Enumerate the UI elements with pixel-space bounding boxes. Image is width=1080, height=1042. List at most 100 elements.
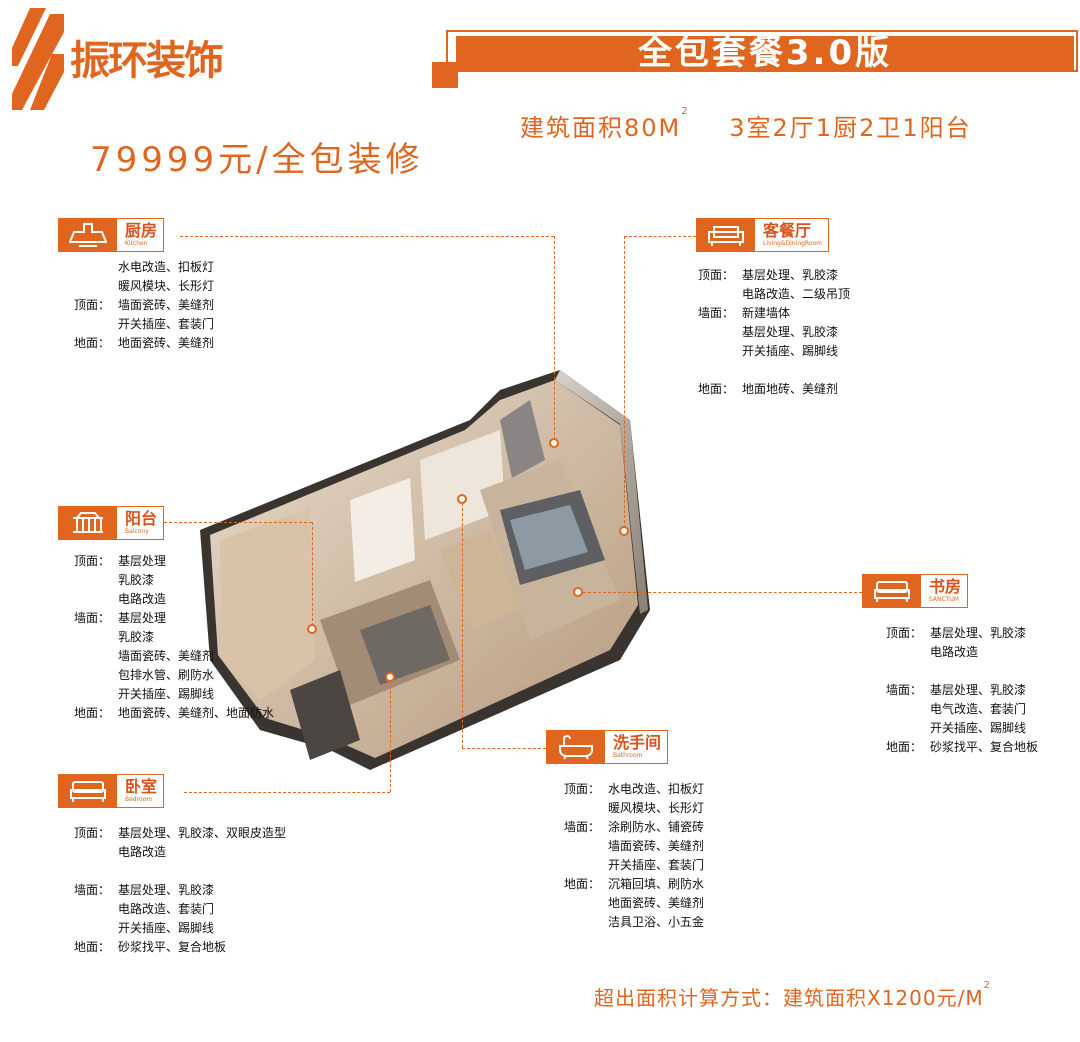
list-item: 地面：地面地砖、美缝剂: [698, 382, 839, 396]
balcony-marker: [307, 624, 317, 634]
floorplan-illustration: [200, 370, 650, 770]
balcony-connector-drop: [312, 522, 313, 626]
living-connector: [624, 236, 696, 237]
bed-icon: [59, 775, 117, 807]
list-item: 开关插座、套装门: [608, 858, 705, 872]
list-item: 顶面：水电改造、扣板灯: [564, 782, 705, 796]
list-item: 地面：砂浆找平、复合地板: [886, 740, 1039, 754]
bedroom-subtitle: Bedroom: [125, 796, 153, 803]
bathroom-connector-drop: [462, 498, 463, 748]
kitchen-title: 厨房: [125, 221, 158, 240]
balcony-subtitle: Balcony: [125, 528, 149, 535]
list-item: 开关插座、套装门: [118, 317, 215, 331]
bed-icon: [863, 575, 921, 607]
balcony-title: 阳台: [125, 509, 158, 528]
list-item: 墙面瓷砖、美缝剂: [118, 649, 215, 663]
study-list: 顶面：基层处理、乳胶漆 电路改造 墙面：基层处理、乳胶漆 电气改造、套装门 开关…: [886, 624, 1038, 757]
bedroom-connector: [184, 792, 390, 793]
living-label: 客餐厅 Living&DiningRoom: [696, 218, 829, 252]
kitchen-label: 厨房 Kitchen: [58, 218, 165, 252]
bathroom-label: 洗手间 Bathroom: [546, 730, 669, 764]
study-title: 书房: [929, 577, 962, 596]
study-label: 书房 SANCTUM: [862, 574, 969, 608]
list-item: 墙面：基层处理、乳胶漆: [74, 883, 215, 897]
brand-name: 振环装饰: [70, 38, 224, 84]
list-item: 顶面：基层处理、乳胶漆: [698, 268, 839, 282]
list-item: 顶面：墙面瓷砖、美缝剂: [74, 298, 215, 312]
bedroom-list: 顶面：基层处理、乳胶漆、双眼皮造型 电路改造 墙面：基层处理、乳胶漆 电路改造、…: [74, 824, 286, 957]
balcony-list: 顶面：基层处理 乳胶漆 电路改造 墙面：基层处理 乳胶漆 墙面瓷砖、美缝剂 包排…: [74, 552, 274, 723]
list-item: 墙面：新建墙体: [698, 306, 791, 320]
list-item: 包排水管、刷防水: [118, 668, 215, 682]
list-item: 暖风模块、长形灯: [608, 801, 705, 815]
banner-title: 全包套餐3.0版: [637, 33, 893, 73]
brand-logo-icon: [12, 8, 64, 110]
bedroom-title: 卧室: [125, 777, 158, 796]
bedroom-connector-drop: [390, 676, 391, 792]
list-item: 电路改造、二级吊顶: [742, 287, 851, 301]
list-item: 墙面：基层处理、乳胶漆: [886, 683, 1027, 697]
bathroom-subtitle: Bathroom: [613, 752, 643, 759]
study-subtitle: SANCTUM: [929, 596, 959, 603]
list-item: 顶面：基层处理: [74, 554, 167, 568]
kitchen-connector-drop: [554, 236, 555, 440]
extra-area-text: 超出面积计算方式：建筑面积X1200元/M: [594, 986, 984, 1010]
room-layout: 3室2厅1厨2卫1阳台: [729, 114, 972, 142]
list-item: 水电改造、扣板灯: [118, 260, 215, 274]
bathtub-icon: [547, 731, 605, 763]
kitchen-connector: [180, 236, 554, 237]
list-item: 地面：地面瓷砖、美缝剂: [74, 336, 215, 350]
list-item: 地面：地面瓷砖、美缝剂、地面防水: [74, 706, 275, 720]
list-item: 地面：砂浆找平、复合地板: [74, 940, 227, 954]
list-item: 电路改造: [118, 845, 167, 859]
list-item: 电路改造、套装门: [118, 902, 215, 916]
living-subtitle: Living&DiningRoom: [763, 240, 822, 247]
list-item: 墙面：基层处理: [74, 611, 167, 625]
bathroom-connector: [462, 748, 546, 749]
list-item: 电气改造、套装门: [930, 702, 1027, 716]
bedroom-marker: [385, 672, 395, 682]
list-item: 洁具卫浴、小五金: [608, 915, 705, 929]
bathroom-marker: [457, 494, 467, 504]
list-item: 电路改造: [930, 645, 979, 659]
area-unit-sup: 2: [681, 106, 690, 117]
balcony-label: 阳台 Balcony: [58, 506, 165, 540]
kitchen-marker: [549, 438, 559, 448]
list-item: 开关插座、踢脚线: [930, 721, 1027, 735]
kitchen-list: 水电改造、扣板灯 暖风模块、长形灯 顶面：墙面瓷砖、美缝剂 开关插座、套装门 地…: [74, 258, 214, 353]
package-price: 79999元/全包装修: [90, 140, 424, 180]
area-info: 建筑面积80M2 3室2厅1厨2卫1阳台: [520, 106, 972, 143]
range-hood-icon: [59, 219, 117, 251]
list-item: 开关插座、踢脚线: [742, 344, 839, 358]
living-title: 客餐厅: [763, 221, 812, 240]
kitchen-subtitle: Kitchen: [125, 240, 148, 247]
list-item: 地面瓷砖、美缝剂: [608, 896, 705, 910]
banner-frame: [446, 30, 1078, 72]
living-list: 顶面：基层处理、乳胶漆 电路改造、二级吊顶 墙面：新建墙体 基层处理、乳胶漆 开…: [698, 266, 850, 399]
building-area: 建筑面积80M: [520, 114, 682, 142]
list-item: 乳胶漆: [118, 630, 155, 644]
living-marker: [619, 526, 629, 536]
bathroom-list: 顶面：水电改造、扣板灯 暖风模块、长形灯 墙面：涂刷防水、铺瓷砖 墙面瓷砖、美缝…: [564, 780, 704, 932]
list-item: 电路改造: [118, 592, 167, 606]
banner-fill: [456, 36, 1074, 70]
extra-area-sup: 2: [983, 980, 991, 991]
extra-area-pricing: 超出面积计算方式：建筑面积X1200元/M2: [594, 980, 991, 1011]
balcony-icon: [59, 507, 117, 539]
sofa-icon: [697, 219, 755, 251]
list-item: 顶面：基层处理、乳胶漆、双眼皮造型: [74, 826, 287, 840]
bedroom-label: 卧室 Bedroom: [58, 774, 165, 808]
list-item: 顶面：基层处理、乳胶漆: [886, 626, 1027, 640]
living-connector-drop: [624, 236, 625, 528]
list-item: 墙面瓷砖、美缝剂: [608, 839, 705, 853]
list-item: 开关插座、踢脚线: [118, 687, 215, 701]
list-item: 乳胶漆: [118, 573, 155, 587]
list-item: 开关插座、踢脚线: [118, 921, 215, 935]
balcony-connector: [164, 522, 312, 523]
bathroom-title: 洗手间: [613, 733, 662, 752]
list-item: 地面：沉箱回填、刷防水: [564, 877, 705, 891]
list-item: 墙面：涂刷防水、铺瓷砖: [564, 820, 705, 834]
study-marker: [573, 587, 583, 597]
list-item: 暖风模块、长形灯: [118, 279, 215, 293]
banner-accent: [432, 62, 458, 88]
